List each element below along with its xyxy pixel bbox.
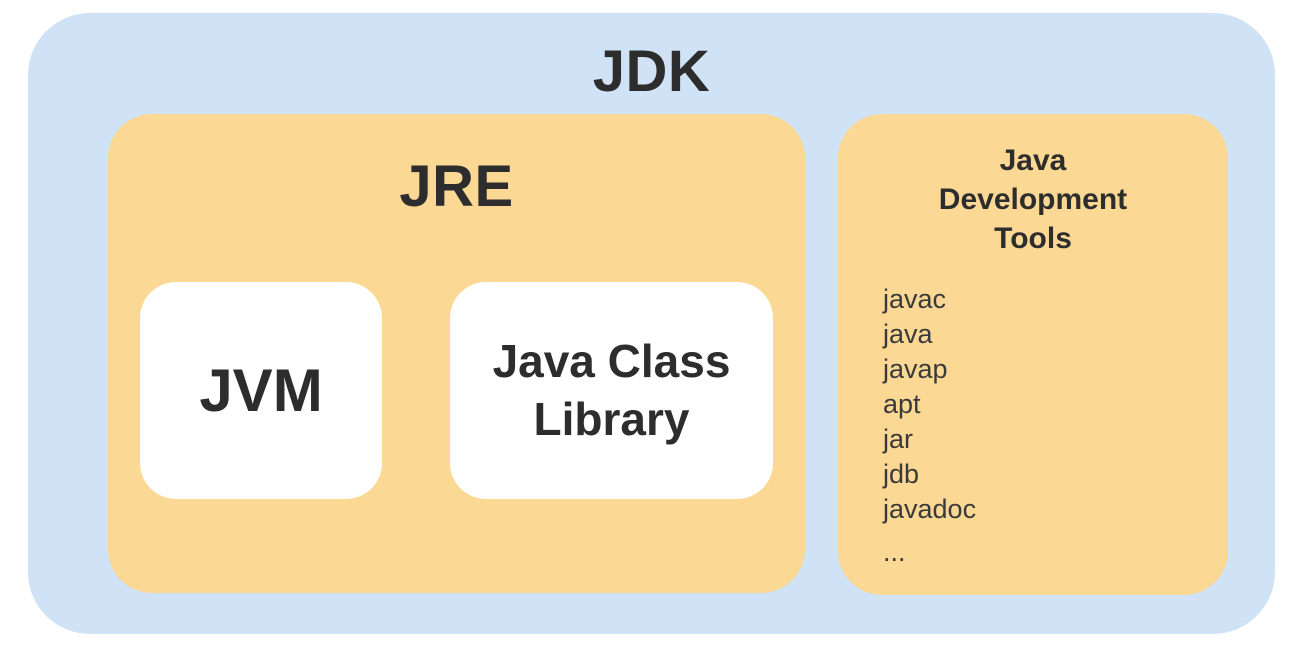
tool-item-ellipsis: ... — [883, 537, 906, 567]
jvm-label: JVM — [199, 356, 323, 424]
java-class-library-box: Java Class Library — [450, 282, 773, 499]
jre-title: JRE — [399, 154, 514, 219]
jre-panel: JRE JVM Java Class Library — [108, 114, 805, 593]
tool-item-javadoc: javadoc — [883, 494, 977, 524]
tool-item-javap: javap — [883, 354, 948, 384]
java-development-tools-title: Java Development Tools — [938, 144, 1128, 255]
tools-list: javac java javap apt jar jdb javadoc ... — [883, 282, 976, 570]
jdk-title: JDK — [592, 39, 711, 104]
tool-item-javac: javac — [883, 284, 947, 314]
tool-item-apt: apt — [883, 389, 921, 419]
tool-item-jdb: jdb — [883, 459, 920, 489]
tool-item-jar: jar — [883, 424, 914, 454]
jdk-container: JDK JRE JVM Java Class Library Java Deve… — [28, 13, 1275, 634]
java-class-library-label: Java Class Library — [492, 335, 731, 445]
tool-item-java: java — [883, 319, 933, 349]
java-development-tools-panel: Java Development Tools javac java javap … — [838, 114, 1228, 595]
jvm-box: JVM — [140, 282, 382, 499]
